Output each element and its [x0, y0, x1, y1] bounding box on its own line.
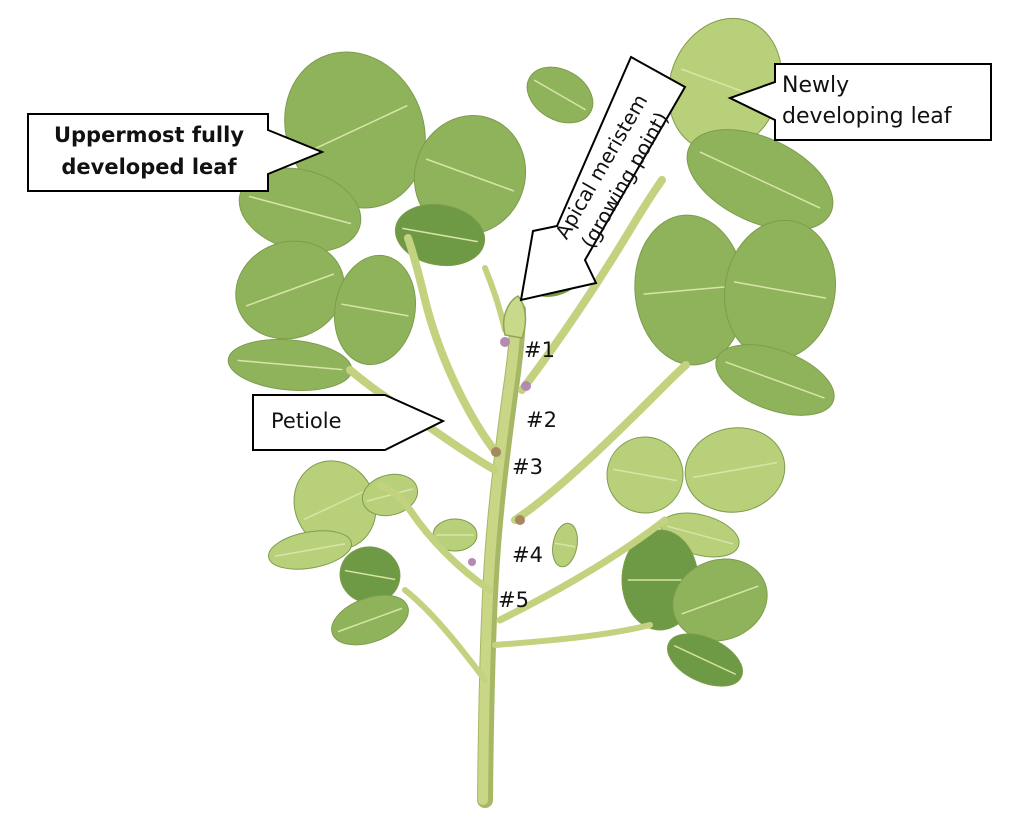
leaf-vein-4 [402, 227, 478, 243]
bud-3 [491, 447, 501, 457]
leaf-vein-10 [643, 285, 737, 295]
newly-developing-leaf-callout-box [727, 63, 992, 141]
petiole-lower-right [496, 516, 669, 624]
bud-2 [521, 381, 531, 391]
node-buds [468, 295, 531, 566]
newly-developing-leaf-line1: Newly [782, 73, 850, 98]
leaf-vein-20 [673, 644, 737, 676]
petiole-upper-right [518, 176, 666, 394]
petiole-label: Petiole [271, 409, 342, 433]
leaf-vein-27 [554, 542, 576, 548]
newly-developing-leaf-callout: Newly developing leaf [782, 70, 992, 132]
petiole-bottom-right [492, 622, 653, 648]
uppermost-leaf-callout: Uppermost fully developed leaf [28, 119, 270, 183]
petiole-callout-box [252, 394, 446, 451]
leaf-vein-13 [533, 79, 587, 111]
leaf-vein-9 [699, 151, 821, 209]
petiole-right [511, 361, 690, 524]
node-label-5: #5 [498, 588, 529, 612]
petiole-apex [482, 265, 508, 333]
node-label-1: #1 [524, 338, 555, 362]
stems [346, 176, 690, 808]
apical-meristem-callout-box [519, 55, 687, 302]
leaf-vein-12 [725, 361, 825, 399]
leaf-vein-16 [693, 461, 777, 479]
leaf-vein-7 [237, 359, 343, 371]
leaf-vein-1 [302, 104, 408, 156]
bud-4 [515, 515, 525, 525]
leaf-vein-17 [666, 525, 734, 545]
node-label-3: #3 [512, 455, 543, 479]
leaf-vein-22 [366, 488, 414, 502]
leaf-vein-6 [341, 303, 409, 317]
petiole-callout: Petiole [271, 408, 342, 434]
leaf-vein-24 [344, 569, 396, 581]
newly-developing-leaf-line2: developing leaf [782, 104, 952, 129]
petiole-bottom-left [402, 587, 488, 683]
leaf-vein-15 [613, 468, 677, 482]
petiole-upper-left [404, 234, 502, 459]
leaf-vein-3 [425, 158, 515, 192]
uppermost-leaf-callout-box [27, 113, 325, 192]
leaf-vein-11 [733, 281, 827, 299]
bud-5 [468, 558, 476, 566]
node-label-4: #4 [512, 543, 543, 567]
uppermost-leaf-line2: developed leaf [61, 155, 237, 179]
leaf-vein-23 [274, 543, 346, 557]
callout-shapes [27, 55, 992, 451]
leaves [227, 17, 837, 687]
leaf-vein-25 [337, 607, 403, 633]
petiole-lower-left [376, 481, 494, 594]
leaf-vein-5 [245, 273, 335, 307]
uppermost-leaf-line1: Uppermost fully [53, 123, 245, 147]
leaf-vein-19 [681, 585, 759, 615]
bud-1 [500, 337, 510, 347]
leaf-vein-2 [248, 195, 352, 225]
node-label-2: #2 [526, 408, 557, 432]
leaf-vein-21 [303, 489, 367, 521]
apical-bud [503, 295, 527, 339]
main-stem-highlight [478, 305, 521, 805]
